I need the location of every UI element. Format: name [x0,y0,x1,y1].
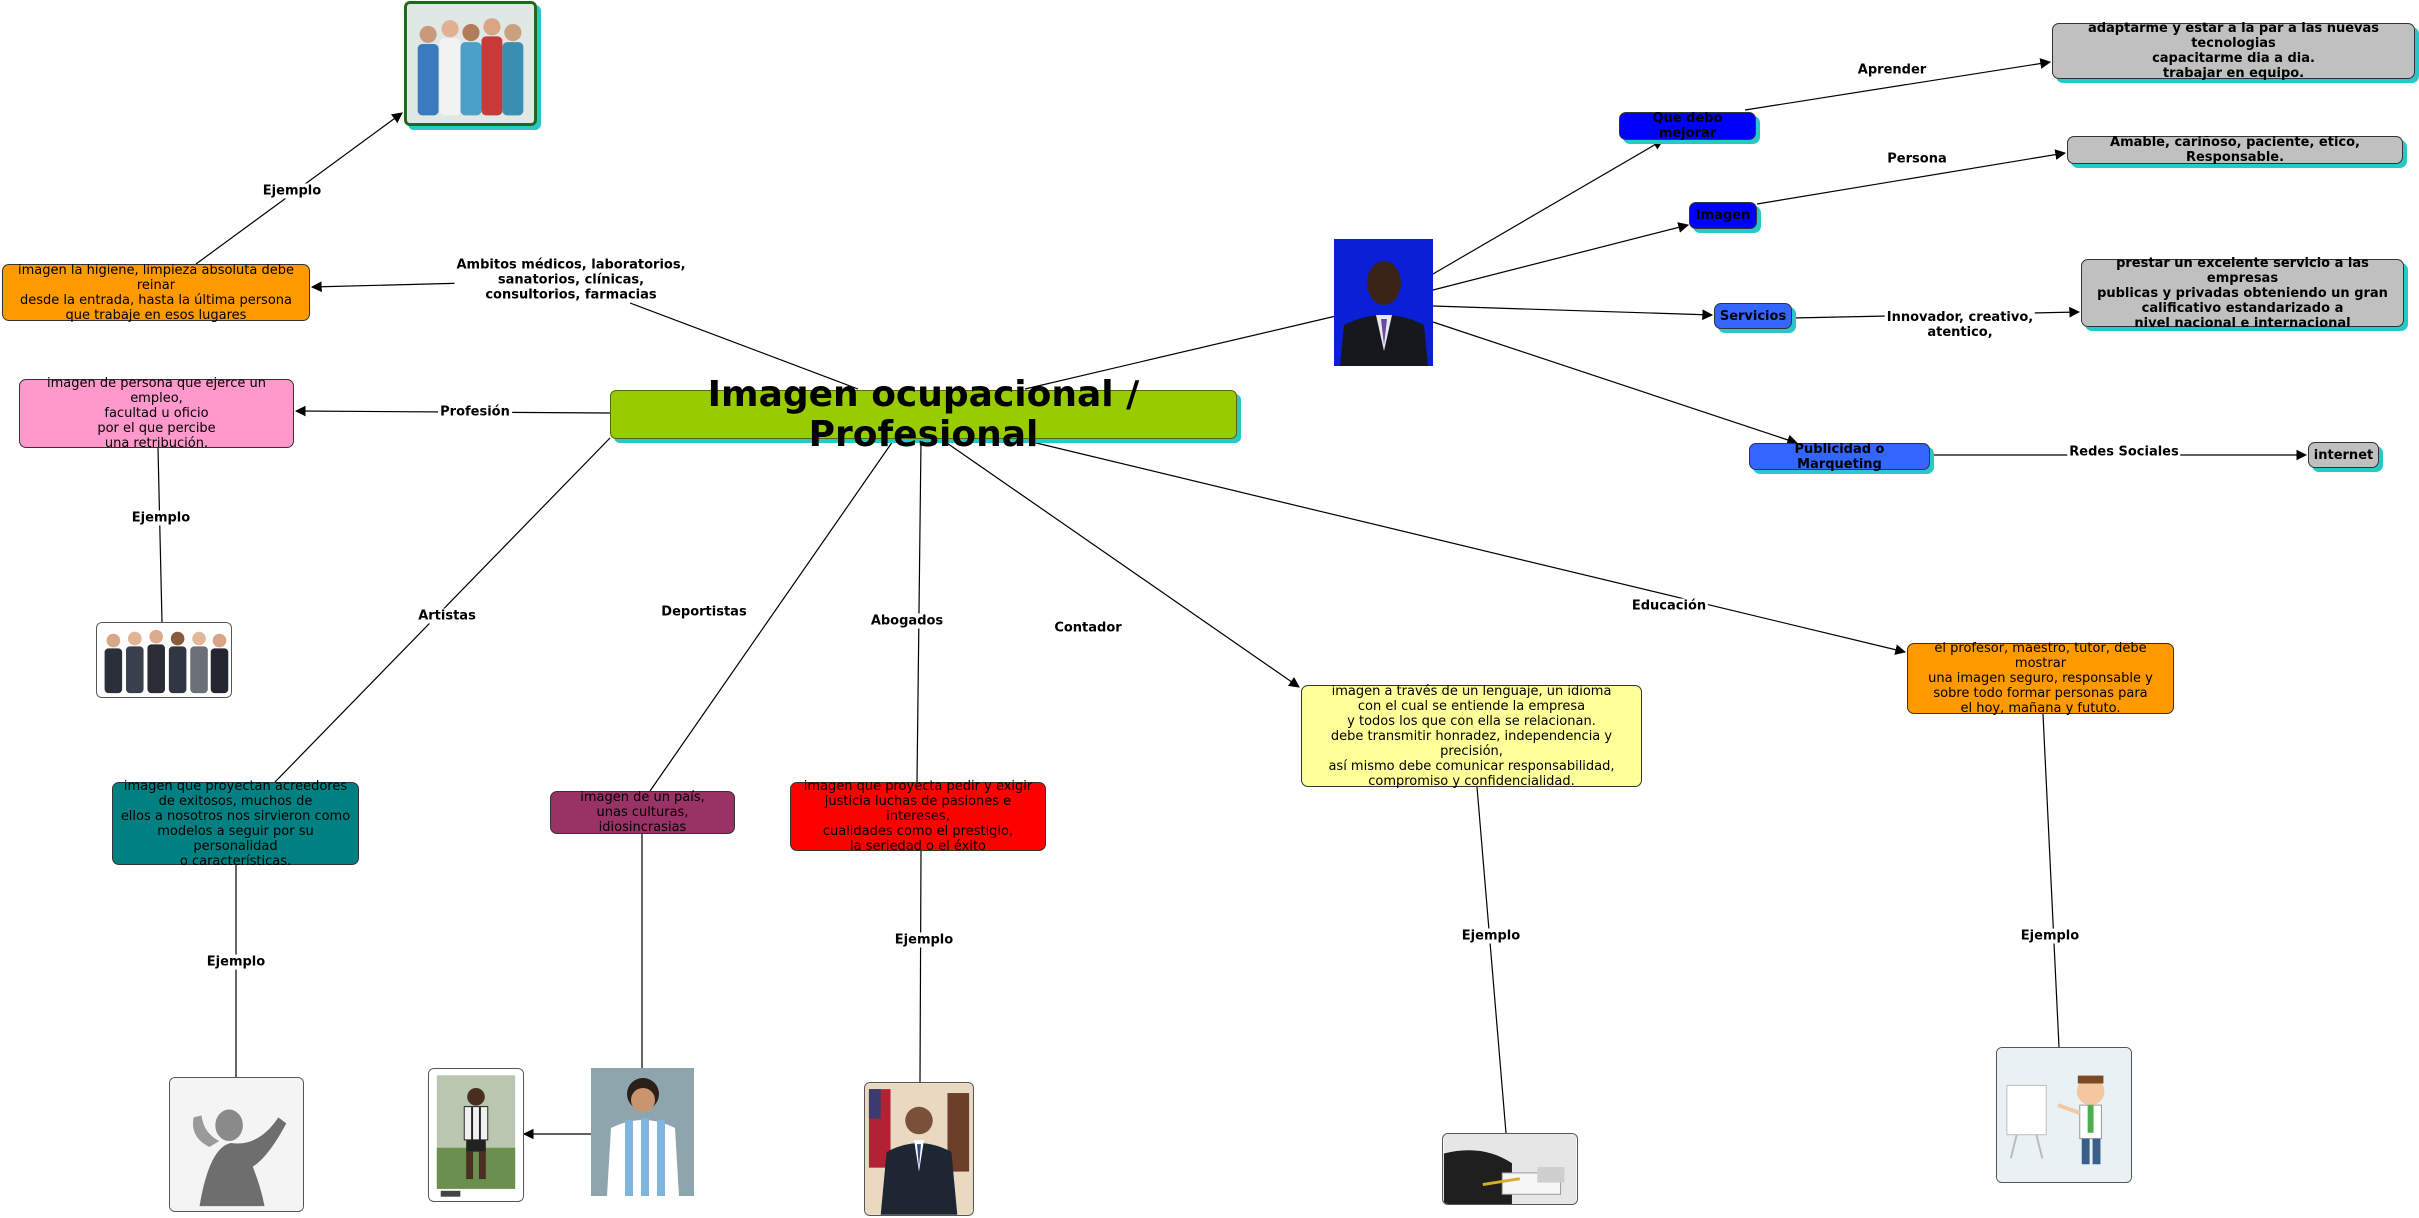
line-abogados [917,441,921,782]
arrow-educacion [1028,441,1905,652]
label-profesion: Profesión [438,405,512,420]
central-topic[interactable]: Imagen ocupacional / Profesional [610,390,1237,439]
business-people-image [96,622,232,698]
node-internet[interactable]: internet [2308,442,2379,468]
label-ejemplo-accountant: Ejemplo [1460,929,1522,944]
arrow-contador [944,441,1299,687]
label-ejemplo-lawyers: Ejemplo [893,933,955,948]
label-ejemplo-profession: Ejemplo [130,511,192,526]
node-improve[interactable]: Que debo mejorar [1619,112,1756,140]
medical-team-image [404,1,537,126]
label-educacion: Educación [1630,599,1708,614]
node-hygiene[interactable]: imagen la higiene, limpieza absoluta deb… [2,264,310,321]
line-education-picture [2043,714,2059,1047]
statue-image [169,1077,304,1212]
node-marketing[interactable]: Publicidad o Marqueting [1749,443,1930,470]
arrow-improve [1433,140,1663,274]
arrow-ambitos-hygiene [312,283,467,287]
label-redes-sociales: Redes Sociales [2067,445,2180,460]
obama-image [864,1082,974,1216]
portrait-photo [1334,239,1433,366]
node-learn-result[interactable]: adaptarme y estar a la par a las nuevas … [2052,23,2415,79]
node-person-result[interactable]: Amable, cariñoso, paciente, etico, Respo… [2067,136,2403,164]
line-profesion-picture [158,448,162,622]
line-lawyers-picture [920,851,921,1082]
node-services-result[interactable]: prestar un excelente servicio a las empr… [2081,259,2404,327]
label-ejemplo-medical: Ejemplo [261,184,323,199]
node-profession[interactable]: imagen de persona que ejerce un empleo, … [19,379,294,448]
label-artistas: Artistas [416,609,478,624]
label-innovador: Innovador, creativo, atentico, [1885,310,2035,340]
node-sports[interactable]: imagen de un país, unas culturas, idiosi… [550,791,735,834]
label-ejemplo-education: Ejemplo [2019,929,2081,944]
label-deportistas: Deportistas [659,605,748,620]
label-ambitos: Ambitos médicos, laboratorios, sanatorio… [454,258,687,303]
node-image[interactable]: Imagen [1689,202,1757,229]
label-ejemplo-artists: Ejemplo [205,955,267,970]
teacher-image [1996,1047,2132,1183]
maradona-image [591,1068,694,1196]
node-artists[interactable]: imagen que proyectan acreedores de exito… [112,782,359,865]
arrow-services [1433,306,1712,315]
node-lawyers[interactable]: imagen que proyecta pedir y exigir justi… [790,782,1046,851]
node-accountant[interactable]: imagen a través de un lenguaje, un idiom… [1301,685,1642,787]
label-persona: Persona [1885,152,1948,167]
line-accountant-picture [1477,787,1506,1133]
node-services[interactable]: Servicios [1714,303,1792,329]
label-contador: Contador [1052,621,1123,636]
accountant-image [1442,1133,1578,1205]
arrow-marketing [1433,322,1797,443]
arrow-image [1433,225,1688,290]
label-abogados: Abogados [869,614,945,629]
pele-image [428,1068,524,1202]
node-education[interactable]: el profesor, maestro, tutor, debe mostra… [1907,643,2174,714]
label-aprender: Aprender [1856,63,1928,78]
